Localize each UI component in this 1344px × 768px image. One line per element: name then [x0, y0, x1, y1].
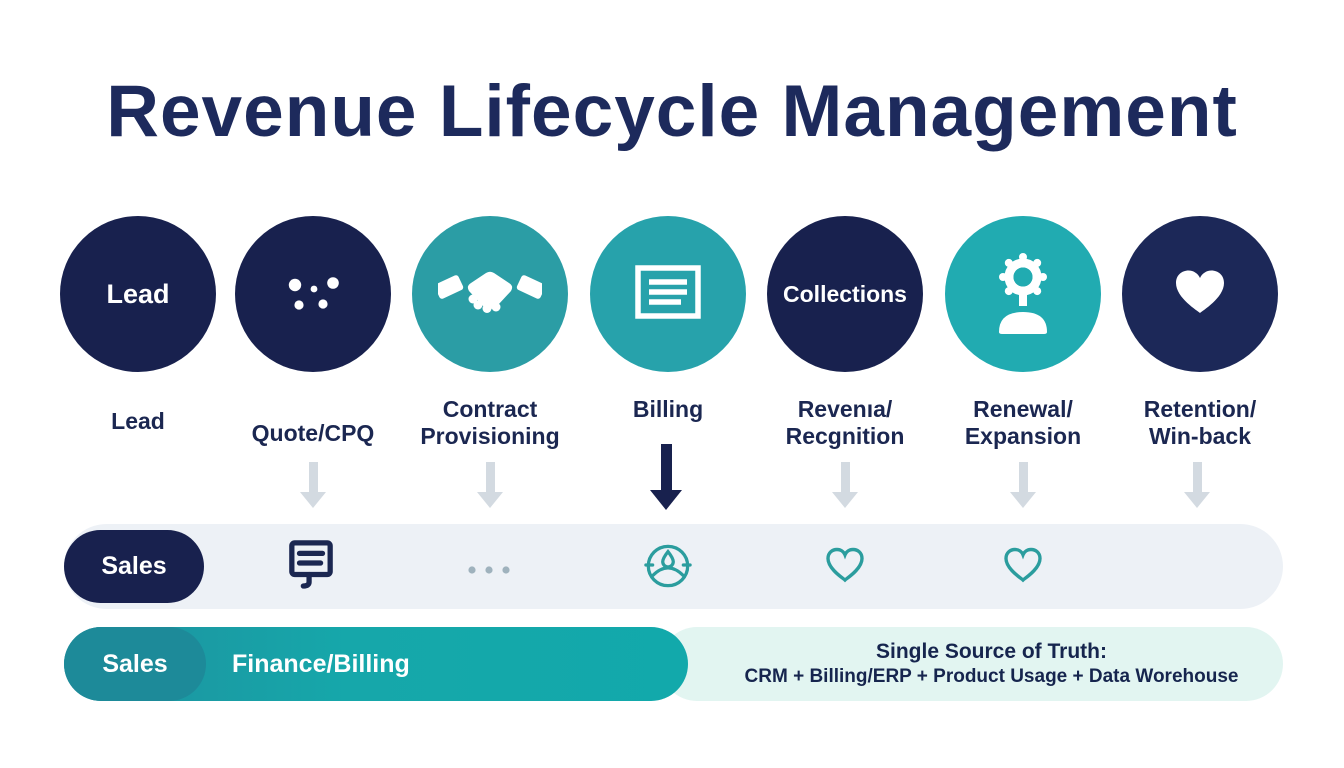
down-arrow-quote: [300, 462, 326, 508]
down-arrow-billing: [650, 444, 682, 510]
gear-person-icon: [987, 250, 1059, 339]
down-arrow-contract: [477, 462, 503, 508]
stage-circle-lead: Lead: [60, 216, 216, 372]
stage-circle-collections: Collections: [767, 216, 923, 372]
single-source-text: Single Source of Truth: CRM + Billing/ER…: [700, 627, 1283, 701]
sales-pill-label: Sales: [101, 552, 167, 580]
stage-circle-retention: [1122, 216, 1278, 372]
chat-icon: [288, 536, 334, 595]
stage-label-billing: Billing: [632, 396, 704, 422]
globe-icon: [644, 542, 692, 595]
sales-systems-bar: [64, 524, 1283, 609]
stage-circle-billing: [590, 216, 746, 372]
stage-label-lead: Lead: [111, 408, 165, 434]
stage-label-renewal: Renewal/Expansion: [964, 396, 1082, 449]
ellipsis-icon: [467, 562, 511, 580]
circle-text-lead: Lead: [106, 278, 170, 309]
down-arrow-retention: [1184, 462, 1210, 508]
sales-pill-bottom: Sales: [64, 627, 206, 701]
finance-billing-bar: Sales Finance/Billing: [64, 627, 688, 701]
handshake-icon: [434, 261, 546, 328]
stage-circle-quote: [235, 216, 391, 372]
single-source-subtitle: CRM + Billing/ERP + Product Usage + Data…: [744, 666, 1239, 687]
stage-circle-renewal: [945, 216, 1101, 372]
dots-icon: [273, 262, 353, 327]
single-source-panel: [660, 627, 1283, 701]
sales-pill-bottom-label: Sales: [102, 649, 168, 678]
stage-label-revenue: Revenıa/Recgnition: [785, 396, 905, 449]
single-source-title: Single Source of Truth:: [875, 640, 1107, 663]
circle-text-collections: Collections: [783, 280, 907, 307]
stage-label-retention: Retention/Win-back: [1143, 396, 1257, 449]
down-arrow-revenue: [832, 462, 858, 508]
sales-pill: Sales: [64, 530, 204, 603]
invoice-icon: [635, 264, 701, 324]
down-arrow-renewal: [1010, 462, 1036, 508]
finance-billing-label: Finance/Billing: [232, 649, 410, 678]
stage-circle-contract: [412, 216, 568, 372]
heart-outline-icon: [1003, 547, 1043, 588]
heart-outline-icon: [825, 547, 865, 588]
page-title: Revenue Lifecycle Management: [106, 71, 1238, 152]
stage-label-quote: Quote/CPQ: [251, 420, 375, 446]
heart-icon: [1174, 269, 1226, 320]
